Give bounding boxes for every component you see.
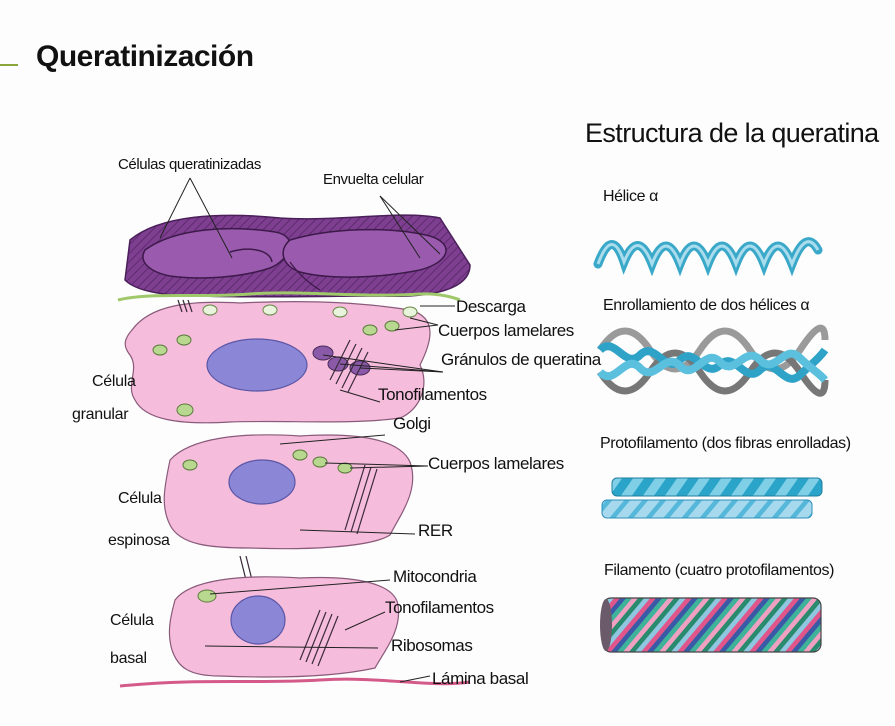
label-celula-espinosa-1: Célula xyxy=(118,490,162,508)
label-granulos-queratina: Gránulos de queratina xyxy=(441,350,601,370)
basal-lamina xyxy=(120,679,470,686)
label-envuelta-celular: Envuelta celular xyxy=(323,171,423,188)
label-mitocondria: Mitocondria xyxy=(393,567,476,587)
label-celula-granular-1: Célula xyxy=(92,373,136,391)
alpha-helix-illustration xyxy=(598,242,818,264)
spinous-nucleus xyxy=(229,460,295,504)
label-protofilamento: Protofilamento (dos fibras enrolladas) xyxy=(600,435,851,453)
label-celula-basal-1: Célula xyxy=(110,612,154,630)
label-ribosomas: Ribosomas xyxy=(391,636,472,656)
label-tonofilamentos-1: Tonofilamentos xyxy=(378,385,487,405)
label-rer: RER xyxy=(418,521,453,541)
label-golgi: Golgi xyxy=(393,414,431,434)
label-descarga: Descarga xyxy=(456,297,526,317)
label-filamento: Filamento (cuatro protofilamentos) xyxy=(604,562,834,580)
label-lamina-basal: Lámina basal xyxy=(432,669,528,689)
label-cuerpos-lamelares-1: Cuerpos lamelares xyxy=(438,321,574,341)
coiled-coil-illustration xyxy=(600,328,825,393)
label-cuerpos-lamelares-2: Cuerpos lamelares xyxy=(428,454,564,474)
protofilament-illustration xyxy=(602,478,822,518)
label-celula-basal-2: basal xyxy=(110,650,147,668)
granular-nucleus xyxy=(207,339,307,391)
label-helice: Hélice α xyxy=(603,188,658,206)
filament-illustration xyxy=(600,598,821,652)
label-enrollamiento: Enrollamiento de dos hélices α xyxy=(603,297,809,315)
basal-nucleus xyxy=(231,596,285,644)
label-celula-granular-2: granular xyxy=(72,406,128,424)
label-celula-espinosa-2: espinosa xyxy=(108,532,170,550)
label-tonofilamentos-2: Tonofilamentos xyxy=(385,598,494,618)
label-celulas-queratinizadas: Células queratinizadas xyxy=(118,156,261,173)
